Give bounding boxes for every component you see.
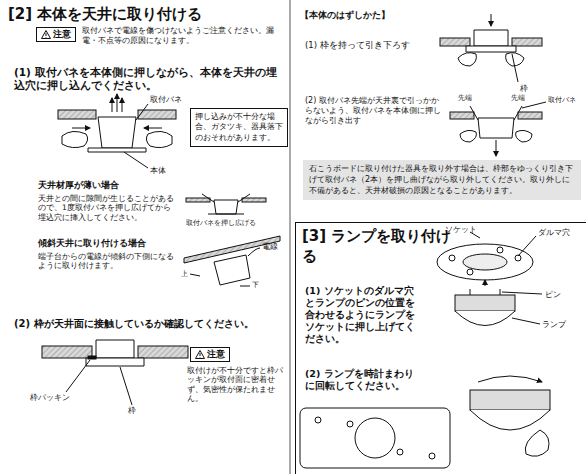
section-heading: [3] ランプを取り付ける — [302, 227, 452, 266]
label-text: 端子台からの電線が傾斜の下側になるように取り付けます。 — [38, 252, 178, 271]
label-text: 取付バネ — [548, 96, 576, 105]
label-text: 天井材厚が薄い場合 — [38, 180, 178, 191]
label-text: 枠 — [128, 406, 136, 415]
node-text: 注意 — [53, 28, 71, 41]
node-text: 石こうボードに取り付けた器具を取り外す場合は、枠部をゆっくり引き下げて取付バネ（… — [309, 164, 573, 195]
label-text: 先端 — [511, 94, 525, 102]
caution-badge: 注意 — [190, 347, 230, 362]
node-text: 注意 — [207, 348, 225, 361]
label-text: 取付バネで電線を傷つけないようご注意ください。漏電・不点等の原因になります。 — [82, 26, 282, 46]
section-title: [2] 本体を天井に取り付ける — [8, 5, 202, 24]
label-text: 取付けが不十分ですと枠パッキンが取付面に密着せず、気密性が保たれません。 — [187, 366, 287, 404]
label-text: (2) 枠が天井面に接触しているか確認してください。 — [14, 318, 284, 331]
label-text: 枠パッキン — [30, 393, 70, 402]
label-text: 枠 — [520, 84, 528, 93]
note-box: 押し込みが不十分な場合、ガタツキ、器具落下のおそれがあります。 — [190, 108, 288, 147]
warning-icon — [195, 350, 205, 359]
label-text: (2) ランプを時計まわりに回転してください。 — [305, 368, 423, 392]
label-text: (2) 取付バネ先端が天井裏で引っかからないよう、取付バネを本体側に押しながら引… — [305, 96, 445, 126]
label-text: 【本体のはずしかた】 — [300, 10, 460, 21]
label-text: (1) 取付バネを本体側に押しながら、本体を天井の埋込穴に押し込んでください。 — [14, 66, 282, 92]
label-text: 取付バネ — [150, 95, 182, 105]
label-text: 本体 — [150, 166, 166, 176]
label-text: ピン — [545, 290, 561, 299]
label-text: ランプ — [542, 320, 566, 329]
label-text: 天井との間に隙間が生じることがあるので、1度取付バネを押し広げてから埋込穴に挿入… — [38, 194, 178, 222]
label-text: (1) ソケットのダルマ穴とランプのピンの位置を合わせるようにランプをソケットに… — [305, 285, 423, 344]
node-text: 押し込みが不十分な場合、ガタツキ、器具落下のおそれがあります。 — [195, 112, 283, 142]
warning-icon — [41, 30, 51, 39]
caution-badge: 注意 — [36, 27, 76, 42]
label-text: 上 — [181, 270, 188, 279]
label-text: 傾斜天井に取り付ける場合 — [38, 238, 178, 249]
label-text: 取付バネを押し広げる — [186, 219, 282, 228]
section-panel: [3] ランプを取り付ける — [295, 222, 586, 474]
label-text: (1) 枠を持って引き下ろす — [305, 40, 440, 51]
label-text: ソケット — [445, 225, 477, 234]
note-box: 石こうボードに取り付けた器具を取り外す場合は、枠部をゆっくり引き下げて取付バネ（… — [303, 160, 581, 200]
label-text: 先端 — [458, 94, 472, 102]
label-text: ダルマ穴 — [538, 228, 570, 237]
label-text: 下 — [252, 281, 259, 290]
label-text: 電線 — [262, 242, 278, 251]
